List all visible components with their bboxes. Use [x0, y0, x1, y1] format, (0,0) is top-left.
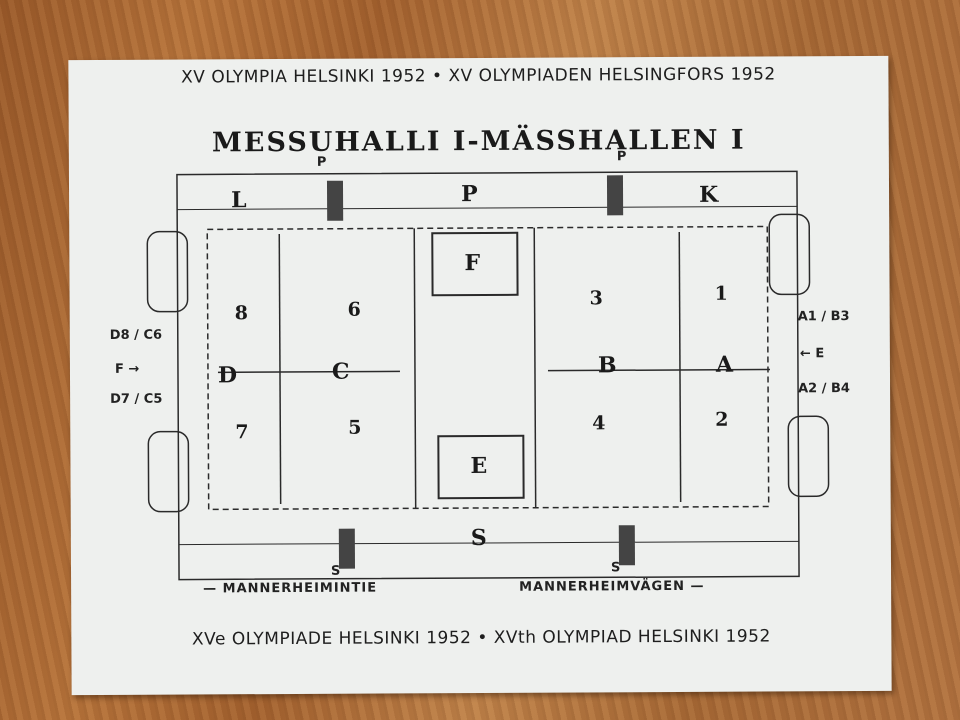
marker-s-left: S [330, 563, 341, 579]
marker-s-right: S [610, 560, 621, 576]
floor-plan [146, 170, 830, 581]
olympic-ticket: XV OLYMPIA HELSINKI 1952 • XV OLYMPIADEN… [68, 55, 892, 696]
street-mannerheimvagen: MANNERHEIMVÄGEN — [519, 578, 705, 595]
section-D: D [217, 362, 238, 389]
section-P: P [460, 181, 478, 208]
legend-a1-b3: A1 / B3 [797, 309, 850, 325]
section-B: B [597, 352, 617, 379]
section-E: E [470, 452, 488, 480]
legend-f: F → [114, 361, 140, 377]
section-F: F [464, 249, 481, 277]
section-S: S [470, 524, 487, 552]
legend-e: ← E [799, 346, 825, 362]
entrance-4: 4 [592, 412, 606, 435]
entrance-1: 1 [714, 282, 728, 305]
entrance-2: 2 [715, 408, 729, 431]
street-mannerheimintie: — MANNERHEIMINTIE [203, 580, 378, 597]
entrance-3: 3 [589, 287, 603, 310]
ticket-footer: XVe OLYMPIADE HELSINKI 1952 • XVth OLYMP… [191, 626, 771, 650]
entrance-8: 8 [234, 302, 248, 325]
entrance-5: 5 [348, 416, 362, 439]
legend-d7-c5: D7 / C5 [110, 391, 163, 407]
section-C: C [331, 358, 350, 385]
marker-p-right: P [616, 149, 627, 165]
entrance-7: 7 [235, 421, 249, 444]
section-K: K [698, 181, 719, 208]
section-A: A [715, 351, 734, 378]
legend-a2-b4: A2 / B4 [798, 381, 850, 397]
entrance-6: 6 [347, 298, 361, 321]
legend-d8-c6: D8 / C6 [109, 327, 163, 343]
section-L: L [231, 187, 247, 214]
marker-p-left: P [316, 154, 327, 170]
